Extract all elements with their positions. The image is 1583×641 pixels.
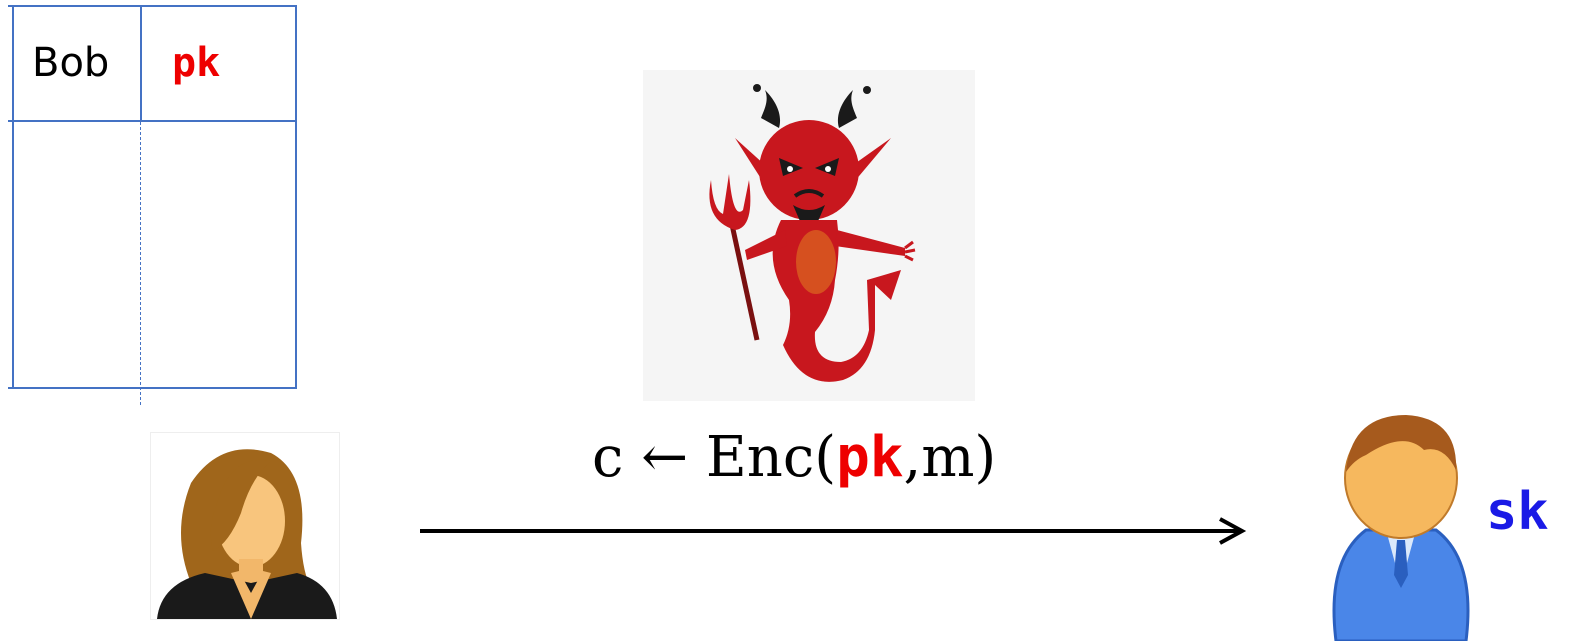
ciphertext-symbol: c (592, 425, 624, 490)
man-avatar-icon (1332, 415, 1470, 641)
equation-public-key: pk (836, 425, 904, 490)
encryption-equation: c ← Enc(pk,m) (592, 425, 996, 490)
woman-avatar-icon (157, 449, 337, 619)
directory-entry-public-key: pk (172, 40, 221, 86)
sender-panel (150, 432, 340, 620)
equation-message-args: ,m) (903, 425, 997, 490)
directory-column-divider (140, 122, 141, 405)
transmission-arrow (420, 517, 1247, 545)
encrypt-function: Enc( (705, 425, 837, 490)
public-key-directory (8, 5, 297, 389)
receiver-secret-key: sk (1486, 482, 1549, 542)
adversary-panel (643, 70, 975, 401)
devil-icon (709, 84, 916, 382)
directory-entry-name: Bob (32, 40, 110, 86)
assignment-arrow: ← (641, 425, 689, 490)
